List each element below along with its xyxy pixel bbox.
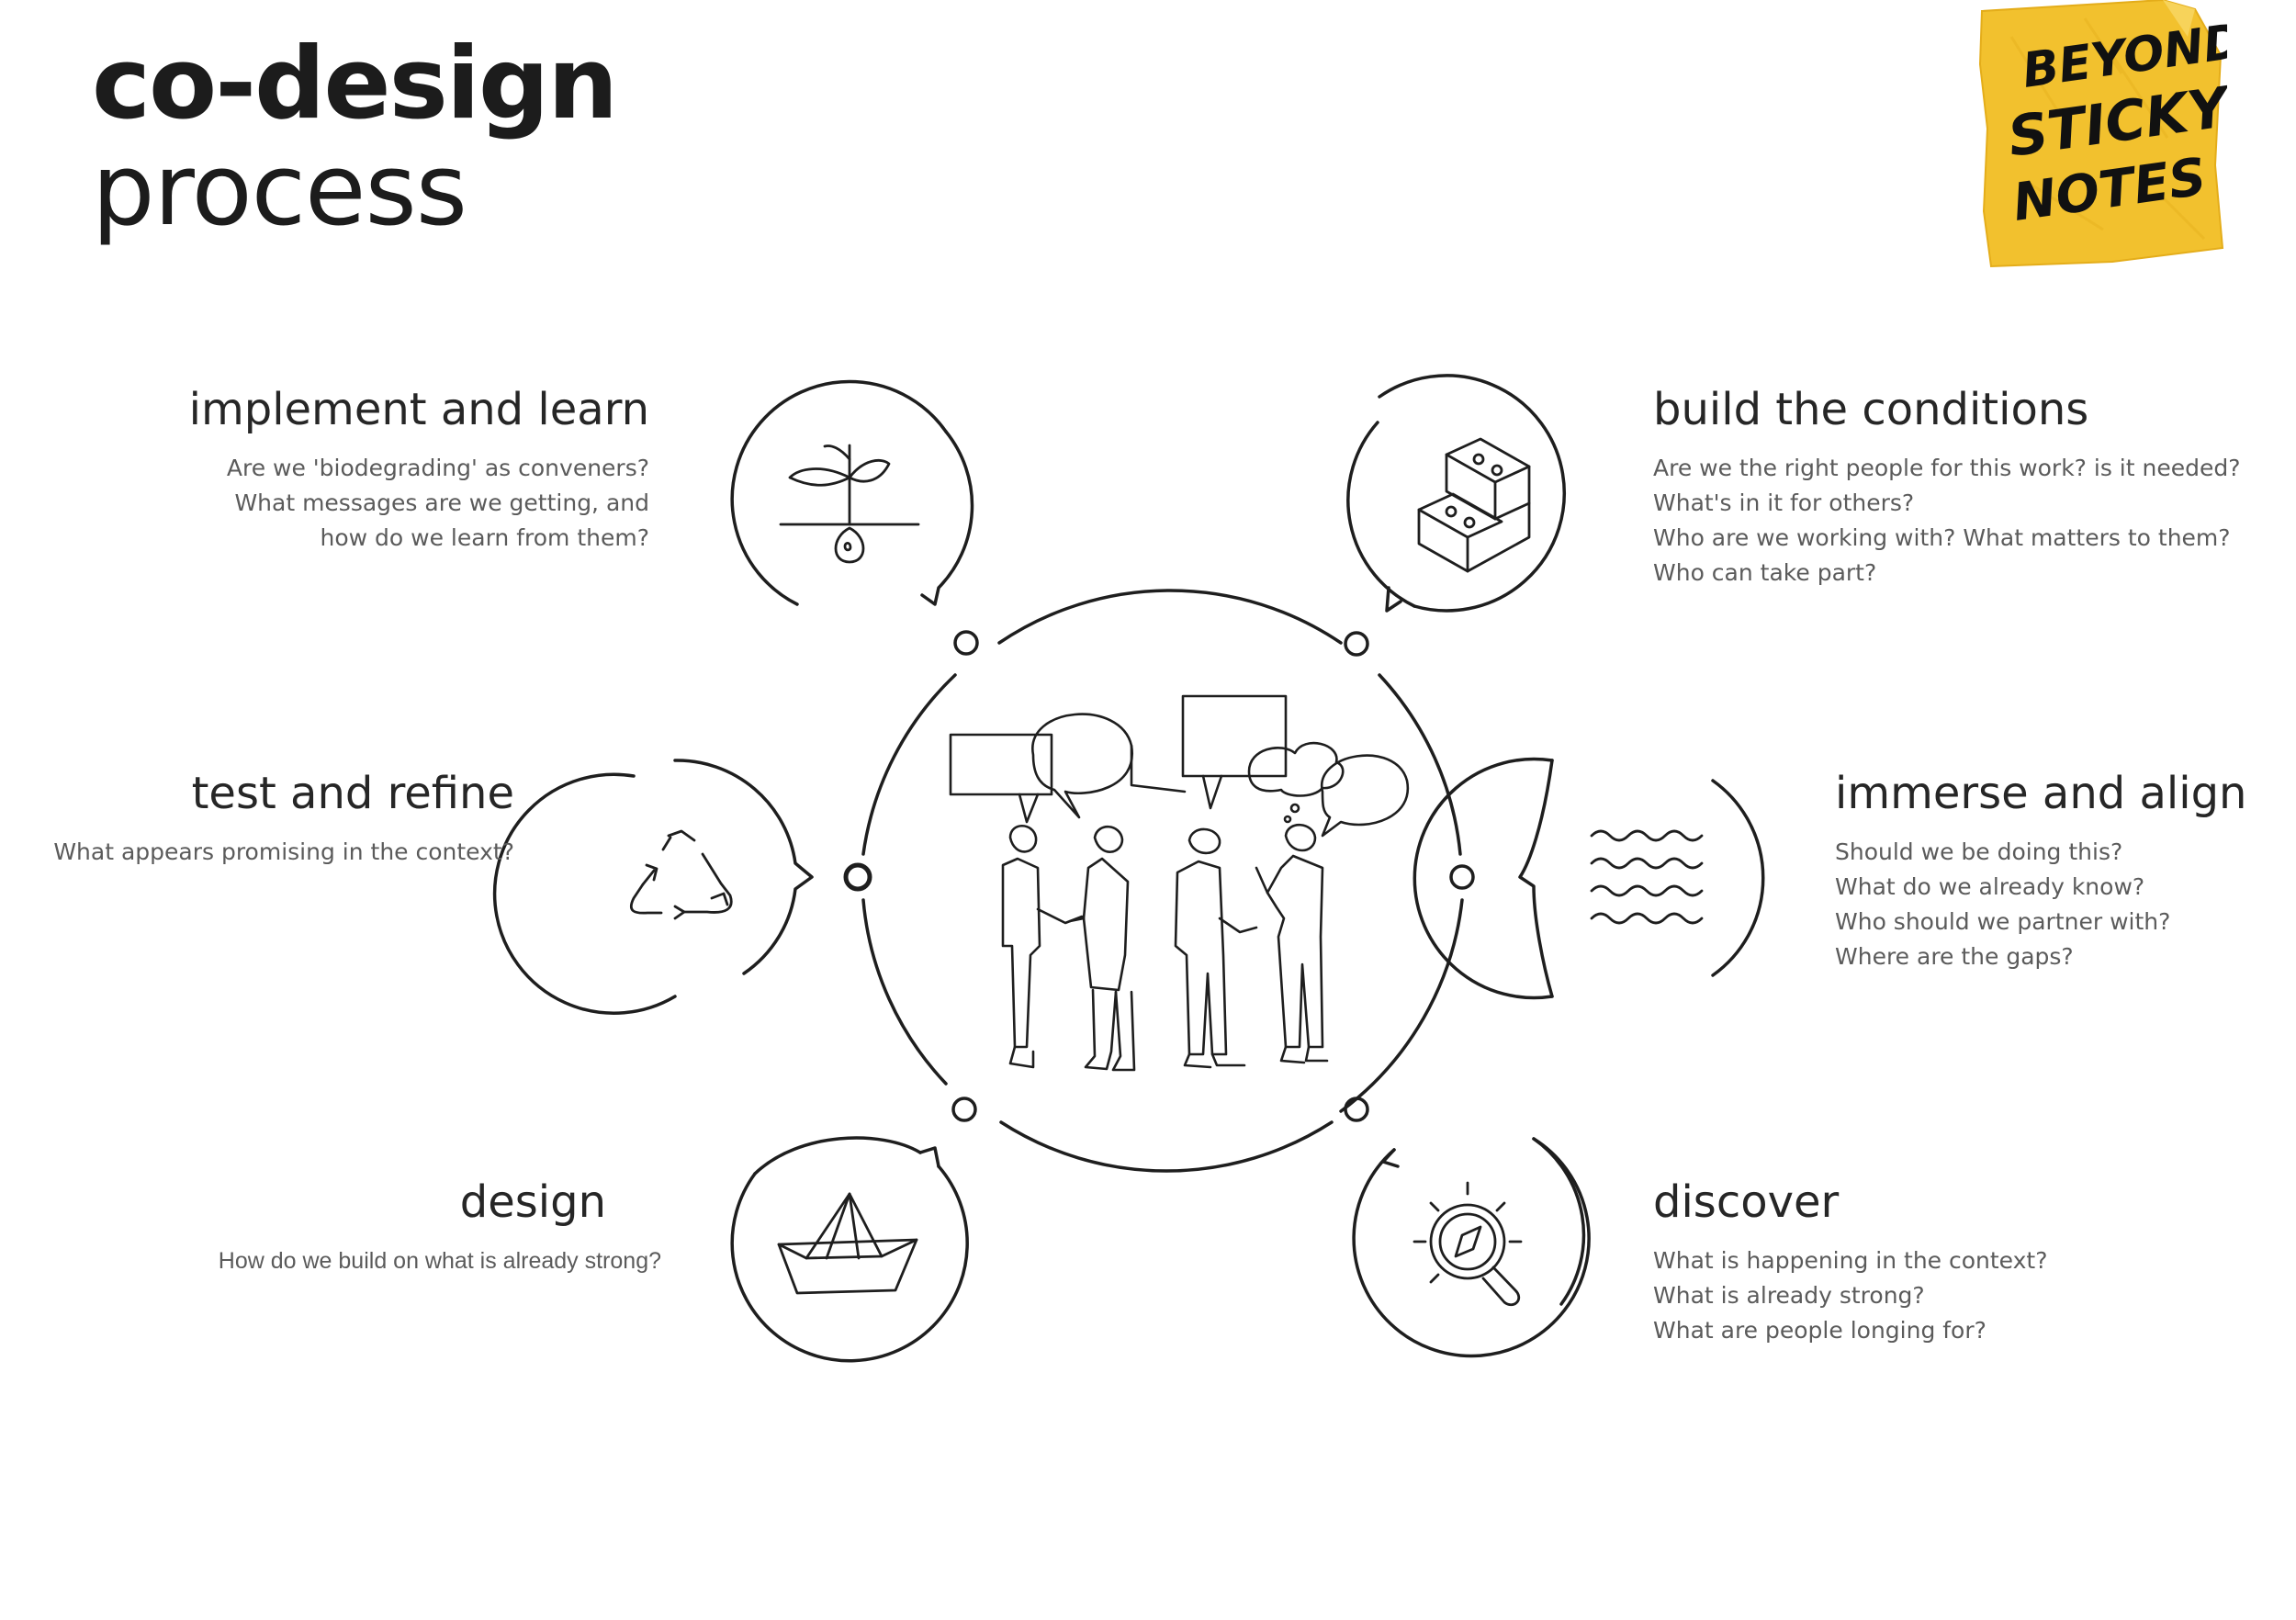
stage-questions-design: How do we build on what is already stron…	[0, 1243, 661, 1278]
stage-build-the-conditions: build the conditions Are we the right pe…	[1653, 386, 2296, 591]
question-item: What are people longing for?	[1653, 1316, 1986, 1344]
stage-title-implement: implement and learn	[188, 384, 649, 435]
question-item: What appears promising in the context?	[53, 838, 514, 865]
cycle-nodes	[843, 630, 1475, 1122]
question-item: What is happening in the context?	[1653, 1246, 2048, 1274]
discover-bubble	[1352, 1137, 1591, 1358]
stage-questions-implement: Are we 'biodegrading' as conveners? What…	[0, 451, 649, 556]
sprouting-seed-icon	[779, 444, 920, 564]
implement-bubble	[730, 379, 974, 606]
stage-test-and-refine: test and refine What appears promising i…	[0, 770, 514, 870]
stage-implement-and-learn: implement and learn Are we 'biodegrading…	[0, 386, 649, 556]
question-item: Who should we partner with?	[1835, 907, 2171, 935]
question-item: How do we build on what is already stron…	[218, 1247, 661, 1274]
question-item: What's in it for others?	[1653, 489, 1915, 516]
stage-questions-discover: What is happening in the context? What i…	[1653, 1243, 2296, 1348]
compass-magnifier-icon	[1412, 1181, 1523, 1307]
question-item: Who can take part?	[1653, 558, 1877, 586]
design-bubble	[730, 1136, 969, 1363]
stage-immerse-and-align: immerse and align Should we be doing thi…	[1835, 770, 2296, 974]
question-item: Are we the right people for this work? i…	[1653, 454, 2241, 481]
stage-questions-build: Are we the right people for this work? i…	[1653, 451, 2296, 591]
build-bubble	[1346, 374, 1566, 613]
question-item: Should we be doing this?	[1835, 838, 2123, 865]
page-title: co-design process	[92, 27, 618, 248]
central-circle	[861, 589, 1464, 1173]
question-item: Where are the gaps?	[1835, 942, 2074, 970]
stage-title-build: build the conditions	[1653, 384, 2089, 435]
recycle-arrows-icon	[629, 829, 733, 920]
stage-questions-test: What appears promising in the context?	[0, 835, 514, 870]
question-item: Who are we working with? What matters to…	[1653, 523, 2231, 551]
people-conversation-icon	[949, 694, 1410, 1072]
title-line-2: process	[92, 133, 467, 248]
stage-design: design How do we build on what is alread…	[0, 1178, 661, 1278]
question-item: how do we learn from them?	[320, 523, 649, 551]
stage-title-test: test and refine	[191, 768, 514, 819]
beyond-sticky-notes-logo: BEYOND STICKY NOTES	[1975, 0, 2227, 276]
paper-boat-icon	[777, 1192, 918, 1295]
stage-title-discover: discover	[1653, 1176, 1840, 1228]
waves-icon	[1590, 829, 1704, 925]
stage-title-design: design	[459, 1176, 606, 1228]
title-line-1: co-design	[92, 27, 618, 141]
question-item: Are we 'biodegrading' as conveners?	[226, 454, 649, 481]
stage-questions-immerse: Should we be doing this? What do we alre…	[1835, 835, 2296, 974]
question-item: What messages are we getting, and	[234, 489, 649, 516]
stage-title-immerse: immerse and align	[1835, 768, 2247, 819]
question-item: What do we already know?	[1835, 872, 2145, 900]
building-blocks-icon	[1417, 437, 1531, 573]
question-item: What is already strong?	[1653, 1281, 1925, 1309]
immerse-bubble	[1412, 757, 1765, 1000]
stage-discover: discover What is happening in the contex…	[1653, 1178, 2296, 1348]
test-bubble	[492, 759, 814, 1015]
